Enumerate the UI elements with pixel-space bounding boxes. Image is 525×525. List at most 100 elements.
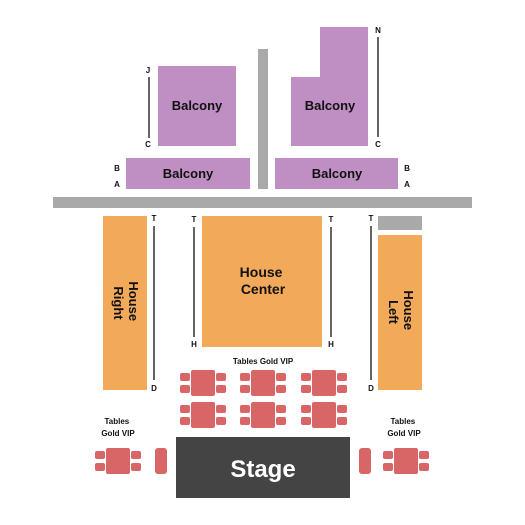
- table-chair[interactable]: [131, 451, 141, 459]
- table-chair[interactable]: [337, 417, 347, 425]
- aisle-block-right: [378, 216, 422, 230]
- table-cluster[interactable]: [301, 370, 347, 396]
- table-chair[interactable]: [276, 373, 286, 381]
- table-chair[interactable]: [240, 373, 250, 381]
- table-chair[interactable]: [419, 463, 429, 471]
- section-balcony-upper-left[interactable]: Balcony J C: [145, 66, 236, 149]
- row-label-n: N: [375, 26, 381, 35]
- row-label-c-right: C: [375, 140, 381, 149]
- table-chair[interactable]: [383, 463, 393, 471]
- section-balcony-lower-left[interactable]: Balcony B A: [114, 158, 250, 189]
- row-label-a-left: A: [114, 180, 120, 189]
- house-left-block[interactable]: [378, 235, 422, 390]
- table-chair[interactable]: [383, 451, 393, 459]
- tables-side-group[interactable]: [95, 448, 429, 474]
- table-top[interactable]: [394, 448, 418, 474]
- house-center-block[interactable]: [202, 216, 322, 347]
- table-cluster-left[interactable]: [95, 448, 141, 474]
- section-house-center[interactable]: House Center T T H H: [191, 215, 334, 349]
- aisle-vertical: [258, 49, 268, 189]
- table-top[interactable]: [106, 448, 130, 474]
- stage: Stage: [176, 437, 350, 498]
- row-label-t-center-left: T: [192, 215, 197, 224]
- single-chair-right[interactable]: [359, 448, 371, 474]
- table-chair[interactable]: [216, 405, 226, 413]
- section-house-left[interactable]: House Left T D: [368, 214, 422, 393]
- table-chair[interactable]: [276, 405, 286, 413]
- table-chair[interactable]: [301, 405, 311, 413]
- section-house-right[interactable]: House Right T D: [103, 214, 157, 393]
- table-chair[interactable]: [95, 463, 105, 471]
- table-cluster-right[interactable]: [383, 448, 429, 474]
- table-chair[interactable]: [216, 373, 226, 381]
- table-chair[interactable]: [95, 451, 105, 459]
- balcony-lower-right-block[interactable]: [275, 158, 398, 189]
- table-chair[interactable]: [419, 451, 429, 459]
- row-label-j: J: [146, 66, 150, 75]
- row-label-h-center-right: H: [328, 340, 334, 349]
- house-center-label: House Center: [240, 264, 287, 297]
- table-chair[interactable]: [240, 405, 250, 413]
- row-label-b-right: B: [404, 164, 410, 173]
- table-chair[interactable]: [301, 417, 311, 425]
- balcony-upper-right-block[interactable]: [291, 27, 368, 146]
- balcony-upper-left-block[interactable]: [158, 66, 236, 146]
- row-label-d-house-left: D: [368, 384, 374, 393]
- table-chair[interactable]: [276, 417, 286, 425]
- table-chair[interactable]: [276, 385, 286, 393]
- row-label-d-house-right: D: [151, 384, 157, 393]
- table-chair[interactable]: [301, 385, 311, 393]
- table-chair[interactable]: [337, 385, 347, 393]
- table-top[interactable]: [251, 402, 275, 428]
- tables-gold-vip-left-label: Tables Gold VIP: [101, 417, 135, 438]
- stage-block: [176, 437, 350, 498]
- table-chair[interactable]: [180, 417, 190, 425]
- table-top[interactable]: [191, 402, 215, 428]
- row-label-b-left: B: [114, 164, 120, 173]
- row-label-t-house-left: T: [369, 214, 374, 223]
- stage-label: Stage: [230, 456, 295, 483]
- balcony-upper-left-label: Balcony: [172, 98, 223, 113]
- table-cluster[interactable]: [180, 402, 226, 428]
- single-chair-left[interactable]: [155, 448, 167, 474]
- table-chair[interactable]: [337, 405, 347, 413]
- table-cluster[interactable]: [240, 402, 286, 428]
- table-chair[interactable]: [180, 373, 190, 381]
- table-chair[interactable]: [337, 373, 347, 381]
- aisle-horizontal: [53, 197, 472, 208]
- table-top[interactable]: [251, 370, 275, 396]
- house-left-label: House Left: [386, 290, 416, 333]
- table-chair[interactable]: [240, 385, 250, 393]
- table-top[interactable]: [191, 370, 215, 396]
- balcony-lower-left-block[interactable]: [126, 158, 250, 189]
- table-cluster[interactable]: [301, 402, 347, 428]
- balcony-lower-left-label: Balcony: [163, 166, 214, 181]
- table-chair[interactable]: [180, 405, 190, 413]
- table-cluster[interactable]: [240, 370, 286, 396]
- tables-gold-vip-center-label: Tables Gold VIP: [233, 357, 294, 366]
- tables-center-group[interactable]: [180, 370, 347, 428]
- row-label-a-right: A: [404, 180, 410, 189]
- table-chair[interactable]: [216, 417, 226, 425]
- table-top[interactable]: [312, 370, 336, 396]
- balcony-upper-right-label: Balcony: [305, 98, 356, 113]
- row-label-t-center-right: T: [329, 215, 334, 224]
- section-balcony-upper-right[interactable]: Balcony N C: [291, 26, 381, 149]
- balcony-lower-right-label: Balcony: [312, 166, 363, 181]
- row-label-c: C: [145, 140, 151, 149]
- tables-gold-vip-right-label: Tables Gold VIP: [387, 417, 421, 438]
- row-label-h-center-left: H: [191, 340, 197, 349]
- row-label-t-house-right: T: [152, 214, 157, 223]
- section-balcony-lower-right[interactable]: Balcony B A: [275, 158, 410, 189]
- table-chair[interactable]: [180, 385, 190, 393]
- table-chair[interactable]: [240, 417, 250, 425]
- house-right-block[interactable]: [103, 216, 147, 390]
- table-chair[interactable]: [216, 385, 226, 393]
- table-cluster[interactable]: [180, 370, 226, 396]
- table-chair[interactable]: [131, 463, 141, 471]
- table-chair[interactable]: [301, 373, 311, 381]
- table-top[interactable]: [312, 402, 336, 428]
- house-right-label: House Right: [111, 281, 141, 324]
